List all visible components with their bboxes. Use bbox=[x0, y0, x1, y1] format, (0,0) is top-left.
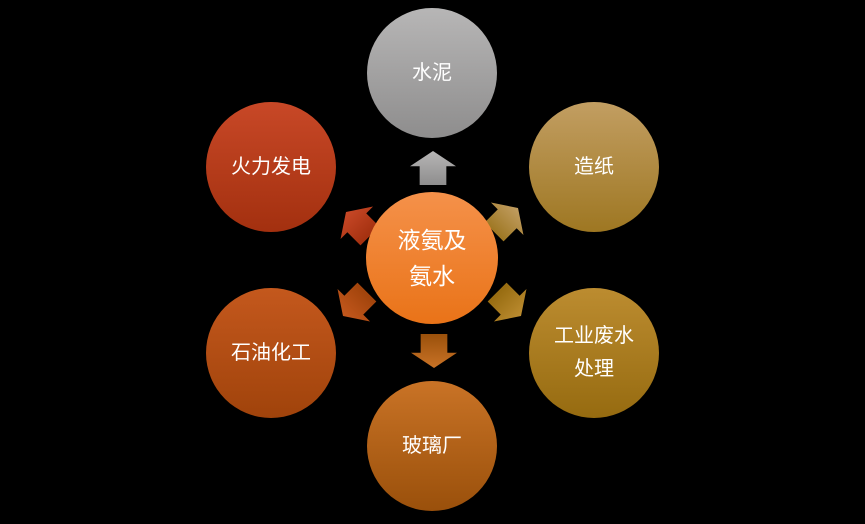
node-papermaking: 造纸 bbox=[529, 102, 659, 232]
node-label: 水泥 bbox=[412, 61, 452, 84]
node-label: 石油化工 bbox=[231, 341, 311, 364]
node-glass-factory: 玻璃厂 bbox=[367, 381, 497, 511]
arrow-to-glass-icon bbox=[411, 334, 457, 368]
node-thermal-power: 火力发电 bbox=[206, 102, 336, 232]
node-label: 玻璃厂 bbox=[402, 434, 462, 457]
node-cement: 水泥 bbox=[367, 8, 497, 138]
center-node-label: 液氨及 bbox=[397, 227, 467, 253]
node-label: 火力发电 bbox=[231, 155, 311, 178]
node-petrochemical: 石油化工 bbox=[206, 288, 336, 418]
node-center-liquid-ammonia: 液氨及 氨水 bbox=[366, 192, 498, 324]
node-industrial-wastewater-treatment: 工业废水 处理 bbox=[529, 288, 659, 418]
node-label: 工业废水 bbox=[554, 325, 634, 347]
node-label: 造纸 bbox=[574, 155, 614, 178]
arrow-to-cement-icon bbox=[410, 151, 456, 185]
node-label: 处理 bbox=[574, 358, 614, 380]
center-node-label: 氨水 bbox=[409, 263, 455, 289]
